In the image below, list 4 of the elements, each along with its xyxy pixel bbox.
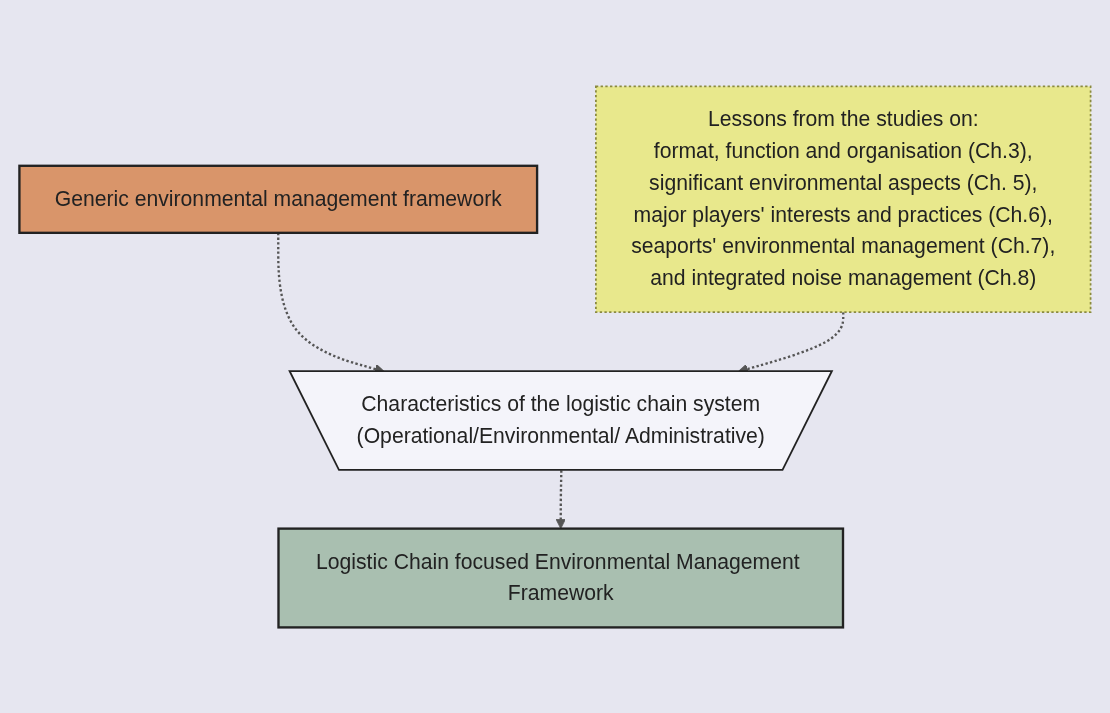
node-box: Lessons from the studies on: format, function and organisation (Ch.3), significant environmental aspects (Ch. 5), major players' interests and practices (Ch.6), seaports' environmental management (Ch.7), and integrated noise management (Ch.8) xyxy=(595,85,1092,313)
node-box: Logistic Chain focused Environmental Management Framework xyxy=(277,527,845,629)
arrow xyxy=(555,469,566,529)
node-box: Generic environmental management framework xyxy=(18,164,539,234)
